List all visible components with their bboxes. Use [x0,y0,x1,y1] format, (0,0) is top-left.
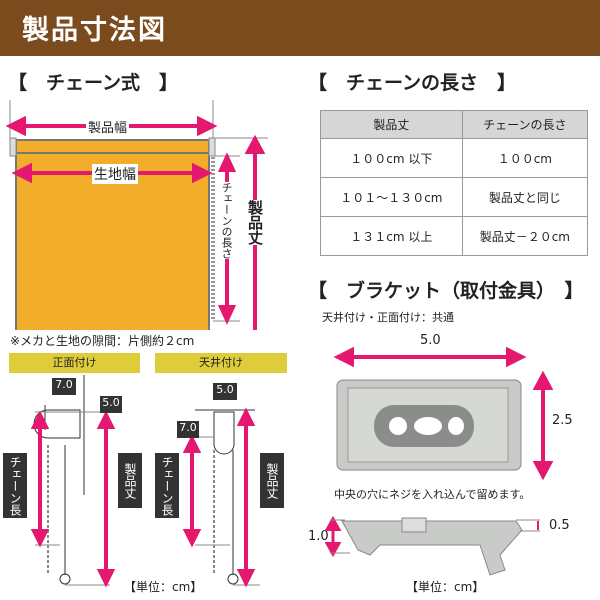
chain-section-title: 【 チェーン式 】 [8,72,179,94]
bracket-width-label: 5.0 [420,333,441,348]
bracket-top-view [336,379,522,471]
bracket-subtitle: 天井付け・正面付け：共通 [322,311,454,324]
page-header: 製品寸法図 [0,0,600,56]
mount-diagrams [30,375,260,588]
ceiling-product-height-label: 製品丈 [260,453,284,508]
page-title: 製品寸法図 [22,15,167,46]
ceiling-chain-length-label: チェーン長 [155,453,179,518]
chain-length-section-title: 【 チェーンの長さ 】 [308,72,517,94]
front-mount-title: 正面付け [9,353,140,373]
product-height-label: 製品丈 [245,200,266,245]
bracket-lip-label: 0.5 [549,518,570,533]
bracket-diagram [324,346,554,576]
table-header: 製品丈 [320,110,463,139]
bracket-section-title: 【 ブラケット（取付金具） 】 [308,280,584,302]
front-chain-length-label: チェーン長 [3,453,27,518]
bracket-height-label: 1.0 [308,529,329,544]
ceiling-mount-title: 天井付け [155,353,287,373]
ceiling-depth-label: 7.0 [177,421,199,438]
bracket-note: 中央の穴にネジを入れ込んで留めます。 [334,488,531,501]
fabric-width-label: 生地幅 [92,164,138,184]
front-depth-label: 7.0 [52,378,76,395]
chain-length-label: チェーンの長さ [218,182,234,259]
front-height-dim-label: 5.0 [100,396,122,413]
table-header: チェーンの長さ [461,110,589,139]
mount-unit-label: 【単位：cm】 [124,580,203,594]
ceiling-width-label: 5.0 [213,383,237,400]
front-product-height-label: 製品丈 [118,453,142,508]
bracket-depth-label: 2.5 [552,413,573,428]
table-row: １３１cm 以上製品丈－２０cm [320,216,589,256]
bracket-unit-label: 【単位：cm】 [406,580,485,594]
gap-note: ※メカと生地の隙間：片側約２cm [10,334,195,348]
product-width-label: 製品幅 [86,117,130,136]
bracket-side-view [330,517,540,576]
